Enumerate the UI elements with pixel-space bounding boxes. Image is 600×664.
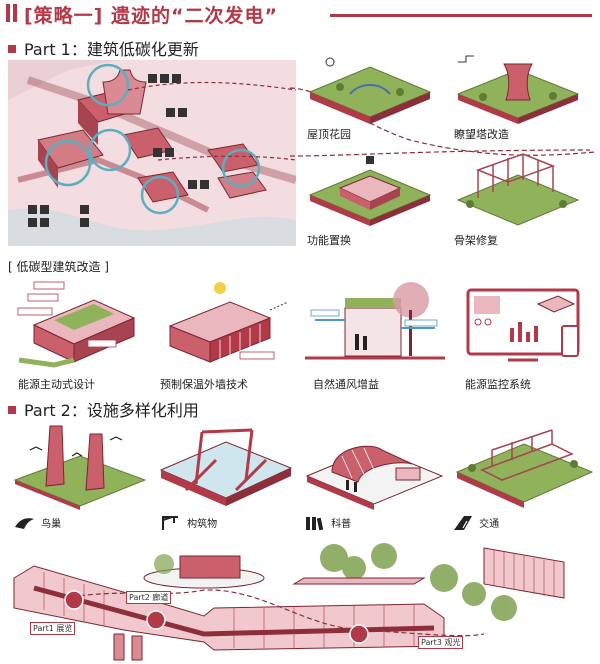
part2-heading: Part 2：设施多样化利用 — [8, 397, 199, 421]
bullet-square-icon — [8, 405, 16, 414]
crane-icon — [162, 515, 178, 530]
title-bar: [策略一] 遗迹的“二次发电” — [0, 0, 600, 27]
natural-ventilation-diagram — [305, 282, 445, 360]
panel-caption: 能源主动式设计 — [18, 378, 95, 391]
map-highlight-ring — [88, 128, 132, 172]
title-underline — [330, 14, 592, 17]
route-station-2 — [143, 554, 265, 589]
map-highlight-ring — [86, 63, 130, 107]
road-icon — [454, 515, 472, 530]
roof-garden-diagram — [308, 57, 432, 124]
route-tag-part1: Part1 展览 — [30, 622, 76, 635]
skeleton-repair-diagram — [456, 153, 580, 226]
transport-diagram — [455, 429, 594, 508]
part1-heading: Part 1：建筑低碳化更新 — [8, 36, 199, 60]
map-highlight-ring — [44, 139, 92, 187]
title-accent-bar — [13, 4, 17, 22]
title-accent-bar — [6, 4, 10, 22]
prefab-wall-diagram — [168, 282, 289, 363]
part1-heading-text: Part 1：建筑低碳化更新 — [24, 40, 199, 59]
bullet-square-icon — [8, 44, 16, 53]
map-building-b — [37, 129, 104, 188]
route-diagram — [13, 543, 565, 661]
energy-monitor-diagram — [466, 288, 580, 362]
function-replacement-diagram — [308, 156, 432, 226]
route-station-3 — [483, 547, 565, 599]
panel-caption: 骨架修复 — [454, 234, 498, 247]
part2-heading-text: Part 2：设施多样化利用 — [24, 401, 199, 420]
part1-connector-lines — [290, 87, 596, 157]
sightseeing-icon — [349, 624, 369, 644]
map-highlight-ring — [221, 148, 261, 188]
map-icon-cluster — [28, 74, 209, 227]
facility-bird-nest: 鸟巢 — [14, 512, 61, 531]
structure-diagram — [159, 428, 293, 506]
facility-label: 交通 — [479, 519, 500, 530]
bird-icon — [15, 517, 34, 529]
facility-label: 构筑物 — [187, 519, 218, 530]
panel-caption: 屋顶花园 — [307, 128, 351, 141]
facility-science: 科普 — [304, 512, 351, 531]
watchtower-diagram — [456, 55, 580, 124]
facility-label: 科普 — [331, 519, 352, 530]
page-title: [策略一] 遗迹的“二次发电” — [24, 5, 278, 27]
corridor-icon — [146, 610, 166, 630]
bird-nest-diagram — [13, 425, 147, 510]
facility-structure: 构筑物 — [160, 512, 217, 531]
panel-caption: 预制保温外墙技术 — [160, 378, 248, 391]
panel-caption: 自然通风增益 — [313, 378, 379, 391]
lowcarbon-heading: [ 低碳型建筑改造 ] — [8, 260, 109, 274]
panel-caption: 瞭望塔改造 — [454, 128, 509, 141]
route-tag-part2: Part2 廊道 — [126, 591, 172, 604]
route-deck — [292, 577, 426, 585]
exhibition-icon — [64, 590, 84, 610]
route-trees — [320, 543, 517, 621]
route-tag-part3: Part3 观光 — [418, 636, 464, 649]
map-highlight-ring — [140, 175, 180, 215]
panel-caption: 能源监控系统 — [465, 378, 531, 391]
master-plan-map — [8, 60, 296, 246]
science-diagram — [305, 445, 444, 510]
facility-transport: 交通 — [452, 512, 499, 531]
route-chimneys — [113, 633, 143, 661]
books-icon — [306, 516, 324, 530]
active-energy-diagram — [17, 281, 136, 368]
facility-label: 鸟巢 — [41, 519, 62, 530]
panel-caption: 功能置换 — [307, 234, 351, 247]
